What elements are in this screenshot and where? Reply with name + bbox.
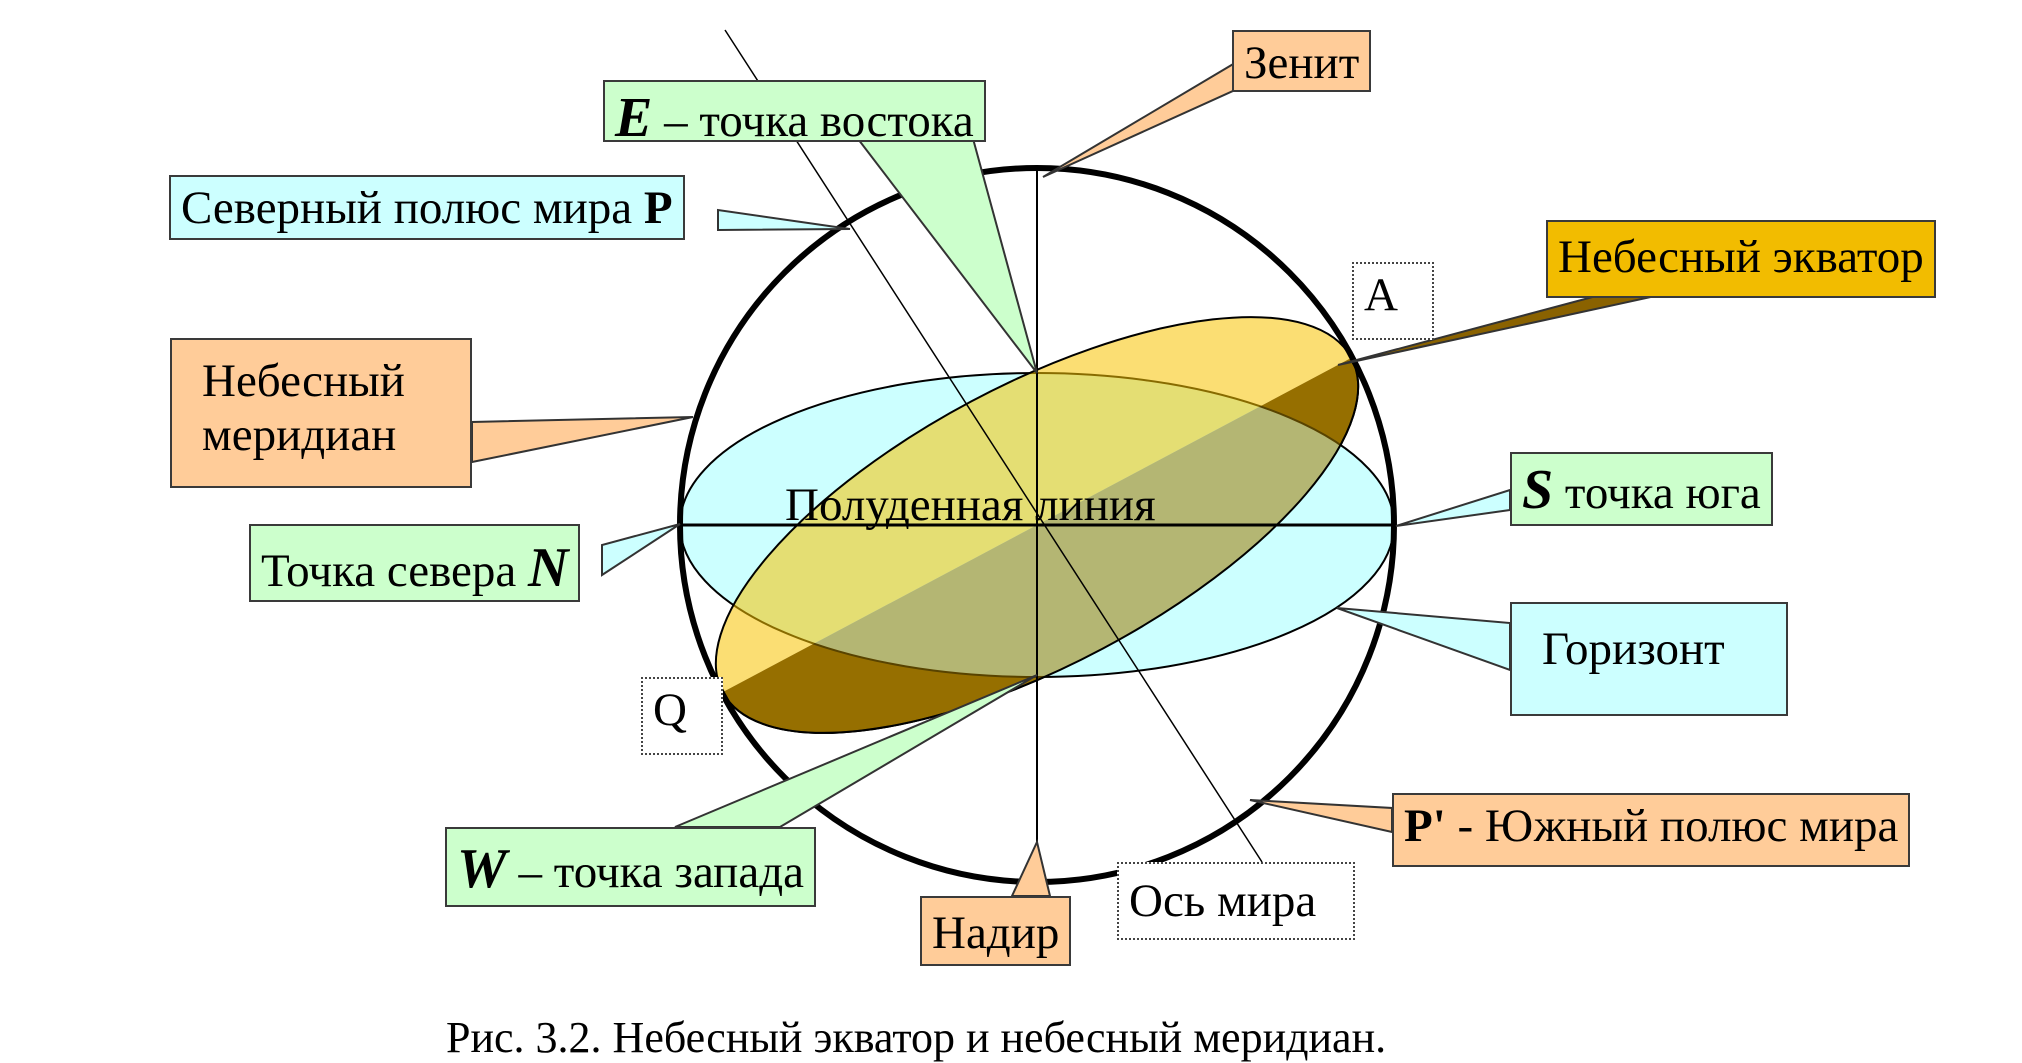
- label-north-celestial-pole: Северный полюс мира P: [169, 175, 685, 240]
- label-point-a: А: [1352, 262, 1434, 340]
- east-text: – точка востока: [652, 95, 974, 147]
- north-pole-text: Северный полюс мира: [181, 182, 644, 234]
- label-world-axis: Ось мира: [1117, 862, 1355, 940]
- world-axis-line: [724, 29, 1263, 863]
- label-celestial-meridian: Небесный меридиан: [170, 338, 472, 488]
- point-q-text: Q: [653, 684, 687, 736]
- north-pole-letter: P: [643, 182, 673, 234]
- north-letter: N: [528, 537, 569, 599]
- south-pole-text: - Южный полюс мира: [1445, 800, 1899, 852]
- horizon-text: Горизонт: [1542, 623, 1725, 675]
- nadir-text: Надир: [932, 907, 1060, 959]
- west-letter: W: [457, 838, 507, 900]
- zenith-text: Зенит: [1244, 37, 1360, 89]
- south-text: точка юга: [1553, 467, 1761, 519]
- south-pole-letter: P': [1404, 800, 1446, 852]
- figure-caption: Рис. 3.2. Небесный экватор и небесный ме…: [446, 1013, 1387, 1062]
- equator-text: Небесный экватор: [1558, 231, 1924, 283]
- label-point-q: Q: [641, 677, 723, 755]
- label-nadir: Надир: [920, 896, 1072, 966]
- label-south-point: S точка юга: [1510, 452, 1773, 526]
- label-celestial-equator: Небесный экватор: [1546, 220, 1936, 298]
- east-letter: E: [615, 87, 653, 149]
- label-north-point: Точка севера N: [249, 524, 581, 602]
- noon-line-label: Полуденная линия: [785, 479, 1156, 531]
- point-a-text: А: [1364, 269, 1398, 321]
- label-zenith: Зенит: [1232, 30, 1372, 92]
- meridian-line-2: меридиан: [202, 409, 397, 462]
- south-letter: S: [1522, 459, 1554, 521]
- callout-pointers: [471, 58, 1661, 897]
- label-east-point: E – точка востока: [603, 80, 986, 149]
- west-text: – точка запада: [506, 846, 804, 898]
- label-horizon: Горизонт: [1510, 602, 1788, 716]
- label-south-celestial-pole: P' - Южный полюс мира: [1392, 793, 1911, 867]
- label-west-point: W – точка запада: [445, 827, 816, 907]
- axis-text: Ось мира: [1129, 875, 1317, 927]
- north-text: Точка севера: [261, 545, 529, 597]
- meridian-line-1: Небесный: [202, 355, 405, 407]
